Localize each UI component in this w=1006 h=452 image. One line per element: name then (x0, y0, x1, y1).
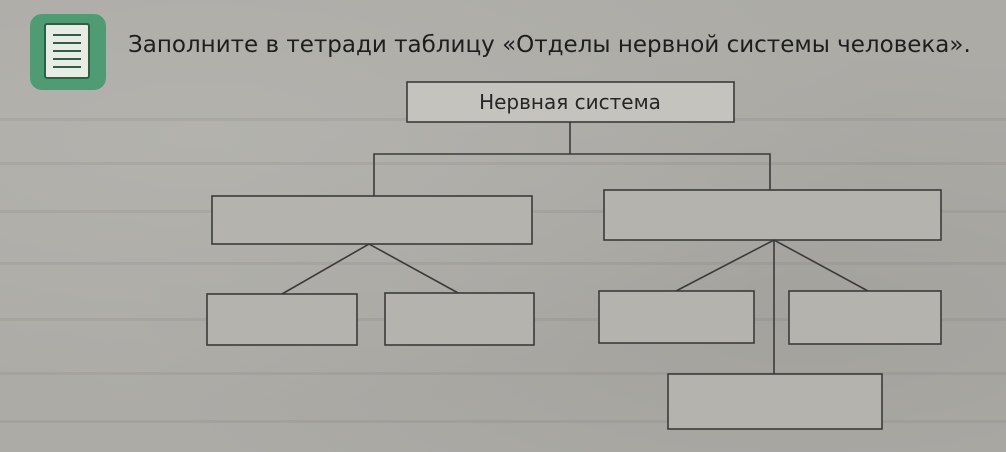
bleed-through-line (0, 262, 1006, 265)
bleed-through-line (0, 420, 1006, 423)
empty-box-level1-left (211, 195, 533, 245)
empty-box-right-c (667, 373, 883, 430)
bleed-through-line (0, 372, 1006, 375)
empty-box-level1-right (603, 189, 942, 241)
empty-box-left-a (206, 293, 358, 346)
notebook-icon (30, 14, 106, 90)
empty-box-right-b (788, 290, 942, 345)
left-branch-connector (281, 243, 461, 295)
right-branch-connector (675, 239, 869, 292)
root-box-label: Нервная система (479, 90, 661, 114)
root-box (406, 81, 735, 123)
empty-box-left-b (384, 292, 535, 346)
task-instruction: Заполните в тетради таблицу «Отделы нерв… (128, 32, 971, 58)
empty-box-right-a (598, 290, 755, 344)
notebook-page-icon (44, 23, 90, 79)
level1-connector (373, 153, 771, 196)
bleed-through-line (0, 162, 1006, 165)
